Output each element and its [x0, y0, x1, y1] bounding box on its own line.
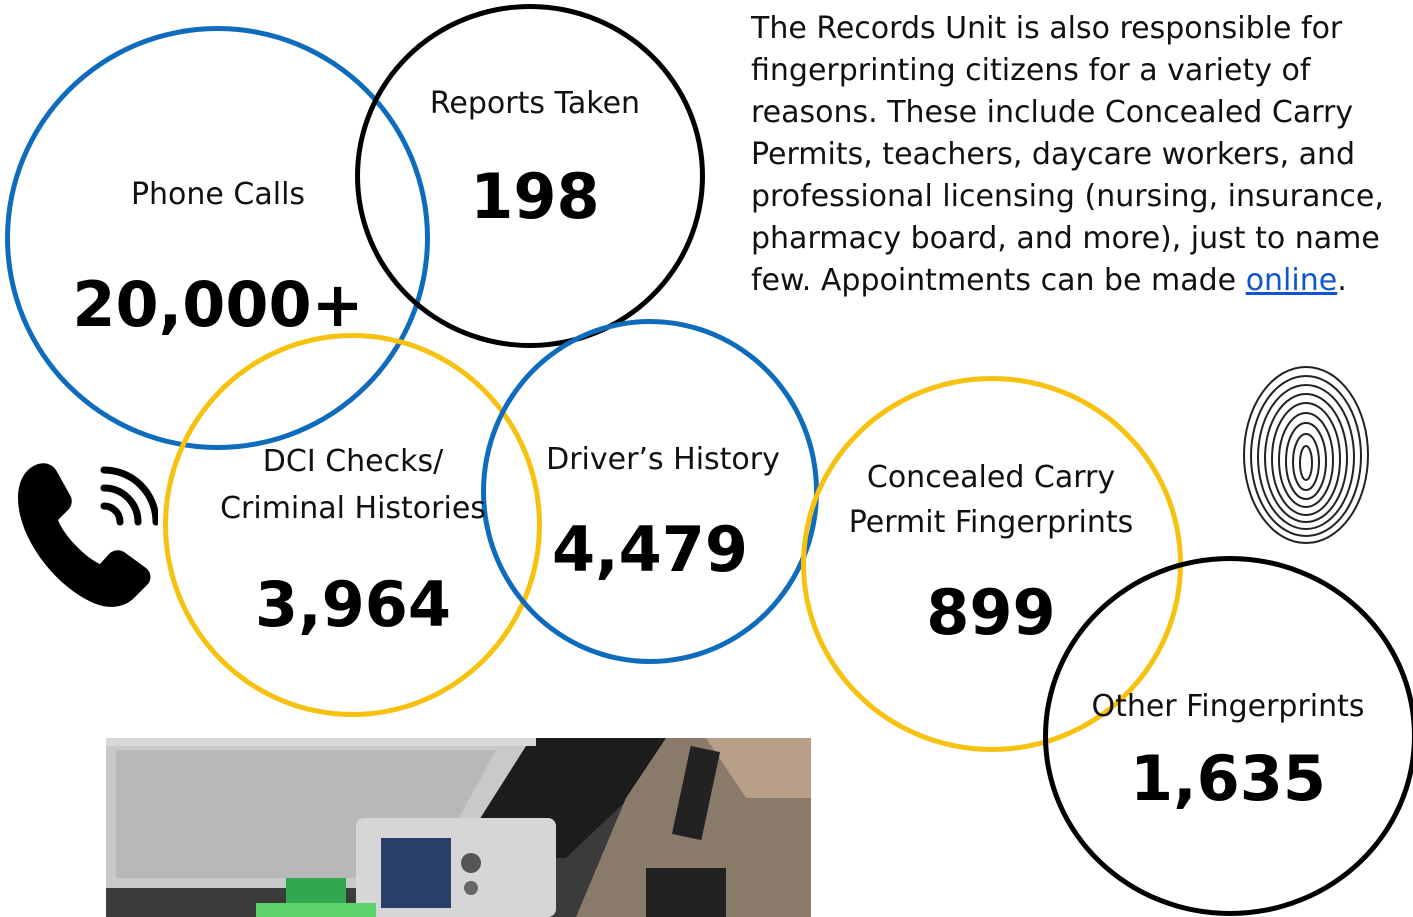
fingerprint-icon [1243, 366, 1369, 544]
online-link[interactable]: online [1245, 263, 1338, 298]
reports-taken-circle [355, 4, 705, 348]
drivers-history-label: Driver’s History [546, 442, 780, 477]
records-unit-description: The Records Unit is also responsible for… [751, 8, 1401, 302]
fingerprint-scanner-photo [106, 738, 811, 917]
dci-checks-label-line2: Criminal Histories [220, 491, 486, 526]
description-text: The Records Unit is also responsible for… [751, 11, 1384, 298]
other-fingerprints-label: Other Fingerprints [1091, 689, 1365, 724]
phone-calls-value: 20,000+ [72, 268, 364, 341]
description-end: . [1337, 263, 1347, 298]
concealed-carry-label-line1: Concealed Carry [866, 460, 1116, 495]
drivers-history-circle [481, 319, 819, 664]
phone-calls-label: Phone Calls [130, 177, 306, 212]
concealed-carry-label-line2: Permit Fingerprints [848, 505, 1134, 540]
reports-taken-label: Reports Taken [429, 86, 641, 121]
reports-taken-value: 198 [470, 160, 600, 233]
drivers-history-value: 4,479 [551, 513, 749, 586]
concealed-carry-value: 899 [926, 576, 1056, 649]
phone-ringing-icon [18, 463, 158, 607]
dci-checks-value: 3,964 [254, 568, 452, 641]
dci-checks-label-line1: DCI Checks/ [262, 444, 444, 479]
other-fingerprints-value: 1,635 [1129, 742, 1327, 815]
